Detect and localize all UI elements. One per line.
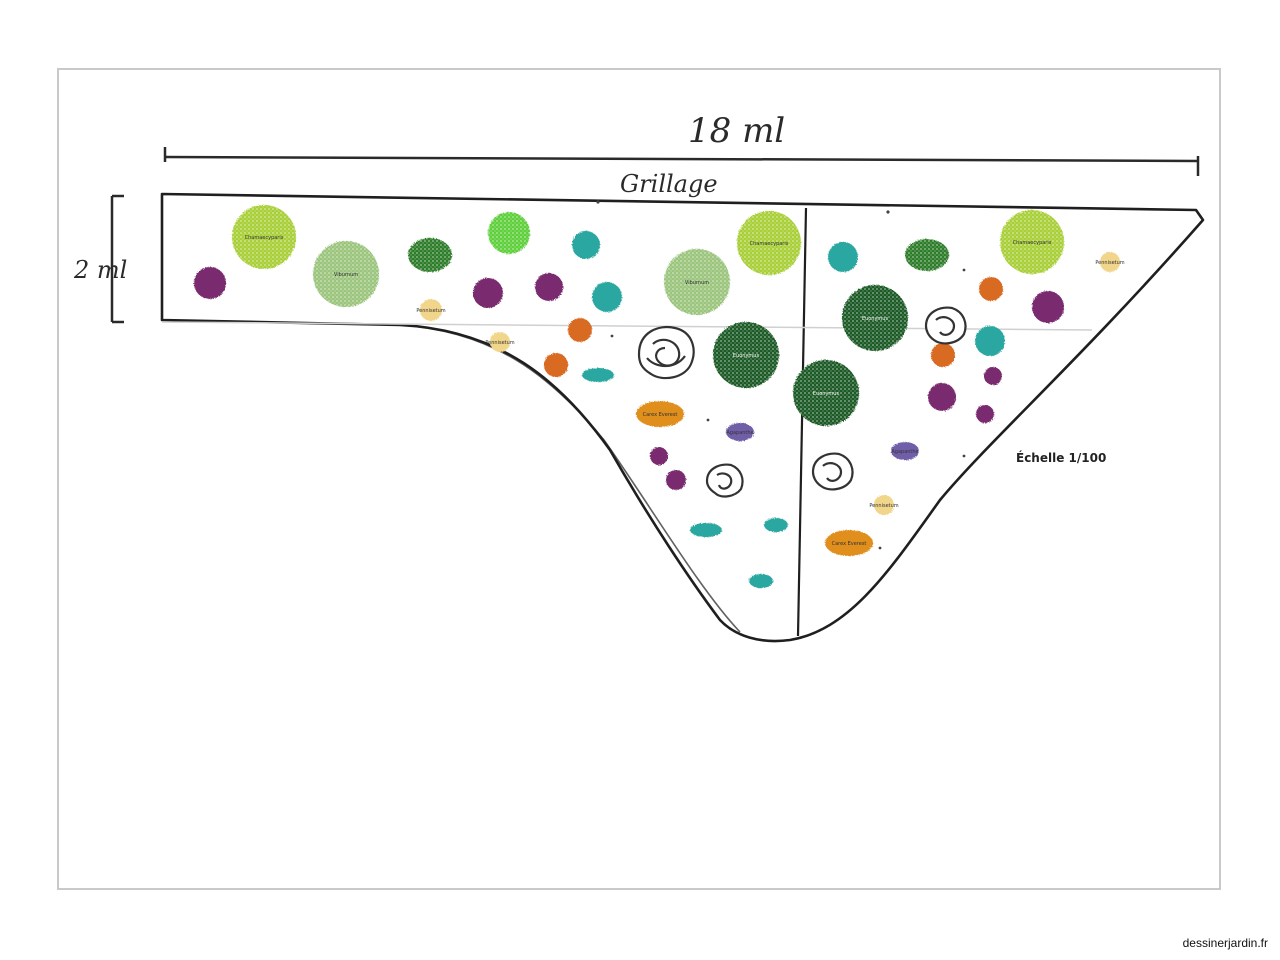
plants: Chamaecyparis Chamaecyparis Chamaecypari… — [194, 205, 1125, 588]
svg-text:Chamaecyparis: Chamaecyparis — [245, 235, 284, 241]
svg-text:Pennisetum: Pennisetum — [485, 340, 514, 346]
width-label: 18 ml — [688, 111, 785, 151]
plant-nepeta — [194, 267, 1064, 490]
plant-carex-everest: Carex Everest — [636, 401, 684, 427]
plant-carex — [572, 231, 1005, 356]
svg-text:Viburnum: Viburnum — [334, 272, 358, 278]
svg-text:Pennisetum: Pennisetum — [416, 308, 445, 314]
plant-euonymus: Euonymus — [793, 360, 859, 426]
fence-label: Grillage — [620, 170, 718, 198]
svg-text:Euonymus: Euonymus — [862, 316, 889, 322]
plant-pennisetum: Pennisetum — [1095, 252, 1125, 272]
plant-pennisetum: Pennisetum — [869, 495, 899, 515]
scale-label: Échelle 1/100 — [1016, 451, 1107, 465]
plant-festuca — [582, 368, 788, 588]
svg-text:Agapanthe: Agapanthe — [891, 449, 918, 455]
plant-chamaecyparis: Chamaecyparis — [1000, 210, 1064, 274]
plant-viburnum: Viburnum — [664, 249, 730, 315]
plant-chamaecyparis: Chamaecyparis — [232, 205, 296, 269]
plant-pennisetum: Pennisetum — [485, 332, 515, 352]
plant-salvia — [408, 238, 452, 272]
plant-euonymus: Euonymus — [842, 285, 908, 351]
plant-agapanthe: Agapanthe — [891, 442, 919, 460]
plant-euonymus: Euonymus — [713, 322, 779, 388]
plant-salvia — [905, 239, 949, 271]
svg-text:Pennisetum: Pennisetum — [1095, 260, 1124, 266]
svg-text:Euonymus: Euonymus — [733, 353, 760, 359]
credit-text: dessinerjardin.fr — [1182, 936, 1268, 950]
plant-agapanthe: Agapanthe — [726, 423, 754, 441]
svg-text:Carex Everest: Carex Everest — [643, 412, 678, 418]
svg-text:Chamaecyparis: Chamaecyparis — [750, 241, 789, 247]
width-dimension — [163, 147, 1200, 176]
bed-outline — [160, 192, 1205, 643]
svg-text:Agapanthe: Agapanthe — [726, 430, 753, 436]
plant-salvia — [488, 212, 530, 254]
plant-carex-everest: Carex Everest — [825, 530, 873, 556]
svg-text:Euonymus: Euonymus — [813, 391, 840, 397]
depth-label: 2 ml — [73, 256, 127, 284]
svg-text:Chamaecyparis: Chamaecyparis — [1013, 240, 1052, 246]
plant-coreopsis — [544, 277, 1003, 377]
svg-text:Viburnum: Viburnum — [685, 280, 709, 286]
plan-sheet — [57, 68, 1221, 890]
depth-dimension — [110, 194, 124, 324]
svg-text:Carex Everest: Carex Everest — [832, 541, 867, 547]
plant-viburnum: Viburnum — [313, 241, 379, 307]
plant-rosier — [637, 306, 967, 498]
plant-pennisetum: Pennisetum — [416, 299, 446, 321]
plant-chamaecyparis: Chamaecyparis — [737, 211, 801, 275]
svg-text:Pennisetum: Pennisetum — [869, 503, 898, 509]
